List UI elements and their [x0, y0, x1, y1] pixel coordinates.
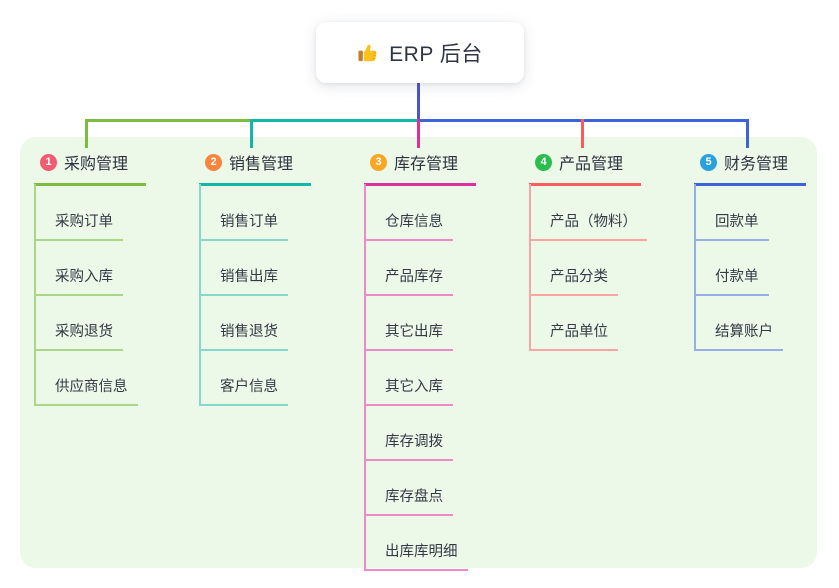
connector-horizontal-left-outer [85, 119, 253, 122]
branch-children: 采购订单 采购入库 采购退货 供应商信息 [34, 184, 138, 406]
child-row: 结算账户 [694, 296, 783, 351]
child-node[interactable]: 供应商信息 [34, 375, 138, 406]
child-node[interactable]: 回款单 [694, 210, 769, 241]
child-node[interactable]: 采购入库 [34, 265, 123, 296]
branch-topic-label: 库存管理 [394, 156, 459, 173]
branch-topic-label: 销售管理 [229, 156, 294, 173]
branch-topic-label: 财务管理 [724, 156, 789, 173]
child-node[interactable]: 采购退货 [34, 320, 123, 351]
child-row: 销售订单 [199, 186, 288, 241]
branch-number-badge: 3 [370, 153, 387, 171]
connector-drop-branch5 [746, 119, 749, 148]
child-node[interactable]: 仓库信息 [364, 210, 453, 241]
child-node[interactable]: 结算账户 [694, 320, 783, 351]
branch-number-badge: 1 [40, 153, 57, 171]
branch-number-badge: 5 [700, 153, 717, 171]
branch-number-badge: 2 [205, 153, 222, 171]
child-row: 库存盘点 [364, 461, 468, 516]
connector-drop-branch2 [250, 119, 253, 148]
child-row: 客户信息 [199, 351, 288, 406]
branch-topic[interactable]: 3 库存管理 [364, 148, 476, 186]
branch-finance: 5 财务管理 回款单 付款单 结算账户 [694, 148, 806, 351]
connector-horizontal-left-inner [250, 119, 419, 122]
child-node[interactable]: 其它入库 [364, 375, 453, 406]
branch-number-badge: 4 [535, 153, 552, 171]
connector-drop-branch1 [85, 119, 88, 148]
branch-topic[interactable]: 1 采购管理 [34, 148, 146, 186]
branch-trunk-line [529, 184, 531, 351]
child-row: 销售出库 [199, 241, 288, 296]
child-row: 产品（物料） [529, 186, 647, 241]
branch-sales: 2 销售管理 销售订单 销售出库 销售退货 客户信息 [199, 148, 311, 406]
child-row: 出库库明细 [364, 516, 468, 571]
child-node[interactable]: 销售退货 [199, 320, 288, 351]
branch-trunk-line [199, 184, 201, 406]
branch-children: 仓库信息 产品库存 其它出库 其它入库 库存调拨 库存盘点 出库库明细 [364, 184, 468, 571]
root-node[interactable]: ERP 后台 [316, 22, 524, 83]
child-node[interactable]: 库存盘点 [364, 485, 453, 516]
child-row: 采购退货 [34, 296, 138, 351]
branch-product: 4 产品管理 产品（物料） 产品分类 产品单位 [529, 148, 647, 351]
branch-purchase: 1 采购管理 采购订单 采购入库 采购退货 供应商信息 [34, 148, 146, 406]
connector-root-vertical [417, 83, 420, 120]
child-row: 付款单 [694, 241, 783, 296]
child-node[interactable]: 产品（物料） [529, 210, 647, 241]
branch-topic[interactable]: 5 财务管理 [694, 148, 806, 186]
connector-drop-branch4 [581, 119, 584, 148]
branch-inventory: 3 库存管理 仓库信息 产品库存 其它出库 其它入库 库存调拨 库存盘点 [364, 148, 476, 571]
child-row: 产品分类 [529, 241, 647, 296]
child-node[interactable]: 付款单 [694, 265, 769, 296]
child-row: 采购订单 [34, 186, 138, 241]
mindmap-background-panel [20, 137, 817, 568]
child-node[interactable]: 产品单位 [529, 320, 618, 351]
thumbs-up-icon [357, 41, 380, 64]
child-node[interactable]: 采购订单 [34, 210, 123, 241]
child-node[interactable]: 出库库明细 [364, 540, 468, 571]
child-node[interactable]: 客户信息 [199, 375, 288, 406]
child-row: 仓库信息 [364, 186, 468, 241]
branch-children: 产品（物料） 产品分类 产品单位 [529, 184, 647, 351]
branch-trunk-line [694, 184, 696, 351]
branch-topic-label: 采购管理 [64, 156, 129, 173]
branch-trunk-line [34, 184, 36, 406]
child-node[interactable]: 其它出库 [364, 320, 453, 351]
branch-topic-label: 产品管理 [559, 156, 624, 173]
child-row: 回款单 [694, 186, 783, 241]
child-node[interactable]: 销售出库 [199, 265, 288, 296]
child-row: 产品单位 [529, 296, 647, 351]
child-row: 销售退货 [199, 296, 288, 351]
branch-children: 回款单 付款单 结算账户 [694, 184, 783, 351]
child-row: 产品库存 [364, 241, 468, 296]
child-row: 采购入库 [34, 241, 138, 296]
child-node[interactable]: 销售订单 [199, 210, 288, 241]
child-row: 其它出库 [364, 296, 468, 351]
branch-topic[interactable]: 2 销售管理 [199, 148, 311, 186]
child-row: 其它入库 [364, 351, 468, 406]
branch-topic[interactable]: 4 产品管理 [529, 148, 641, 186]
child-row: 库存调拨 [364, 406, 468, 461]
child-row: 供应商信息 [34, 351, 138, 406]
child-node[interactable]: 库存调拨 [364, 430, 453, 461]
branch-trunk-line [364, 184, 366, 571]
connector-drop-branch3 [417, 119, 420, 148]
child-node[interactable]: 产品库存 [364, 265, 453, 296]
root-label: ERP 后台 [389, 42, 483, 66]
branch-children: 销售订单 销售出库 销售退货 客户信息 [199, 184, 288, 406]
child-node[interactable]: 产品分类 [529, 265, 618, 296]
